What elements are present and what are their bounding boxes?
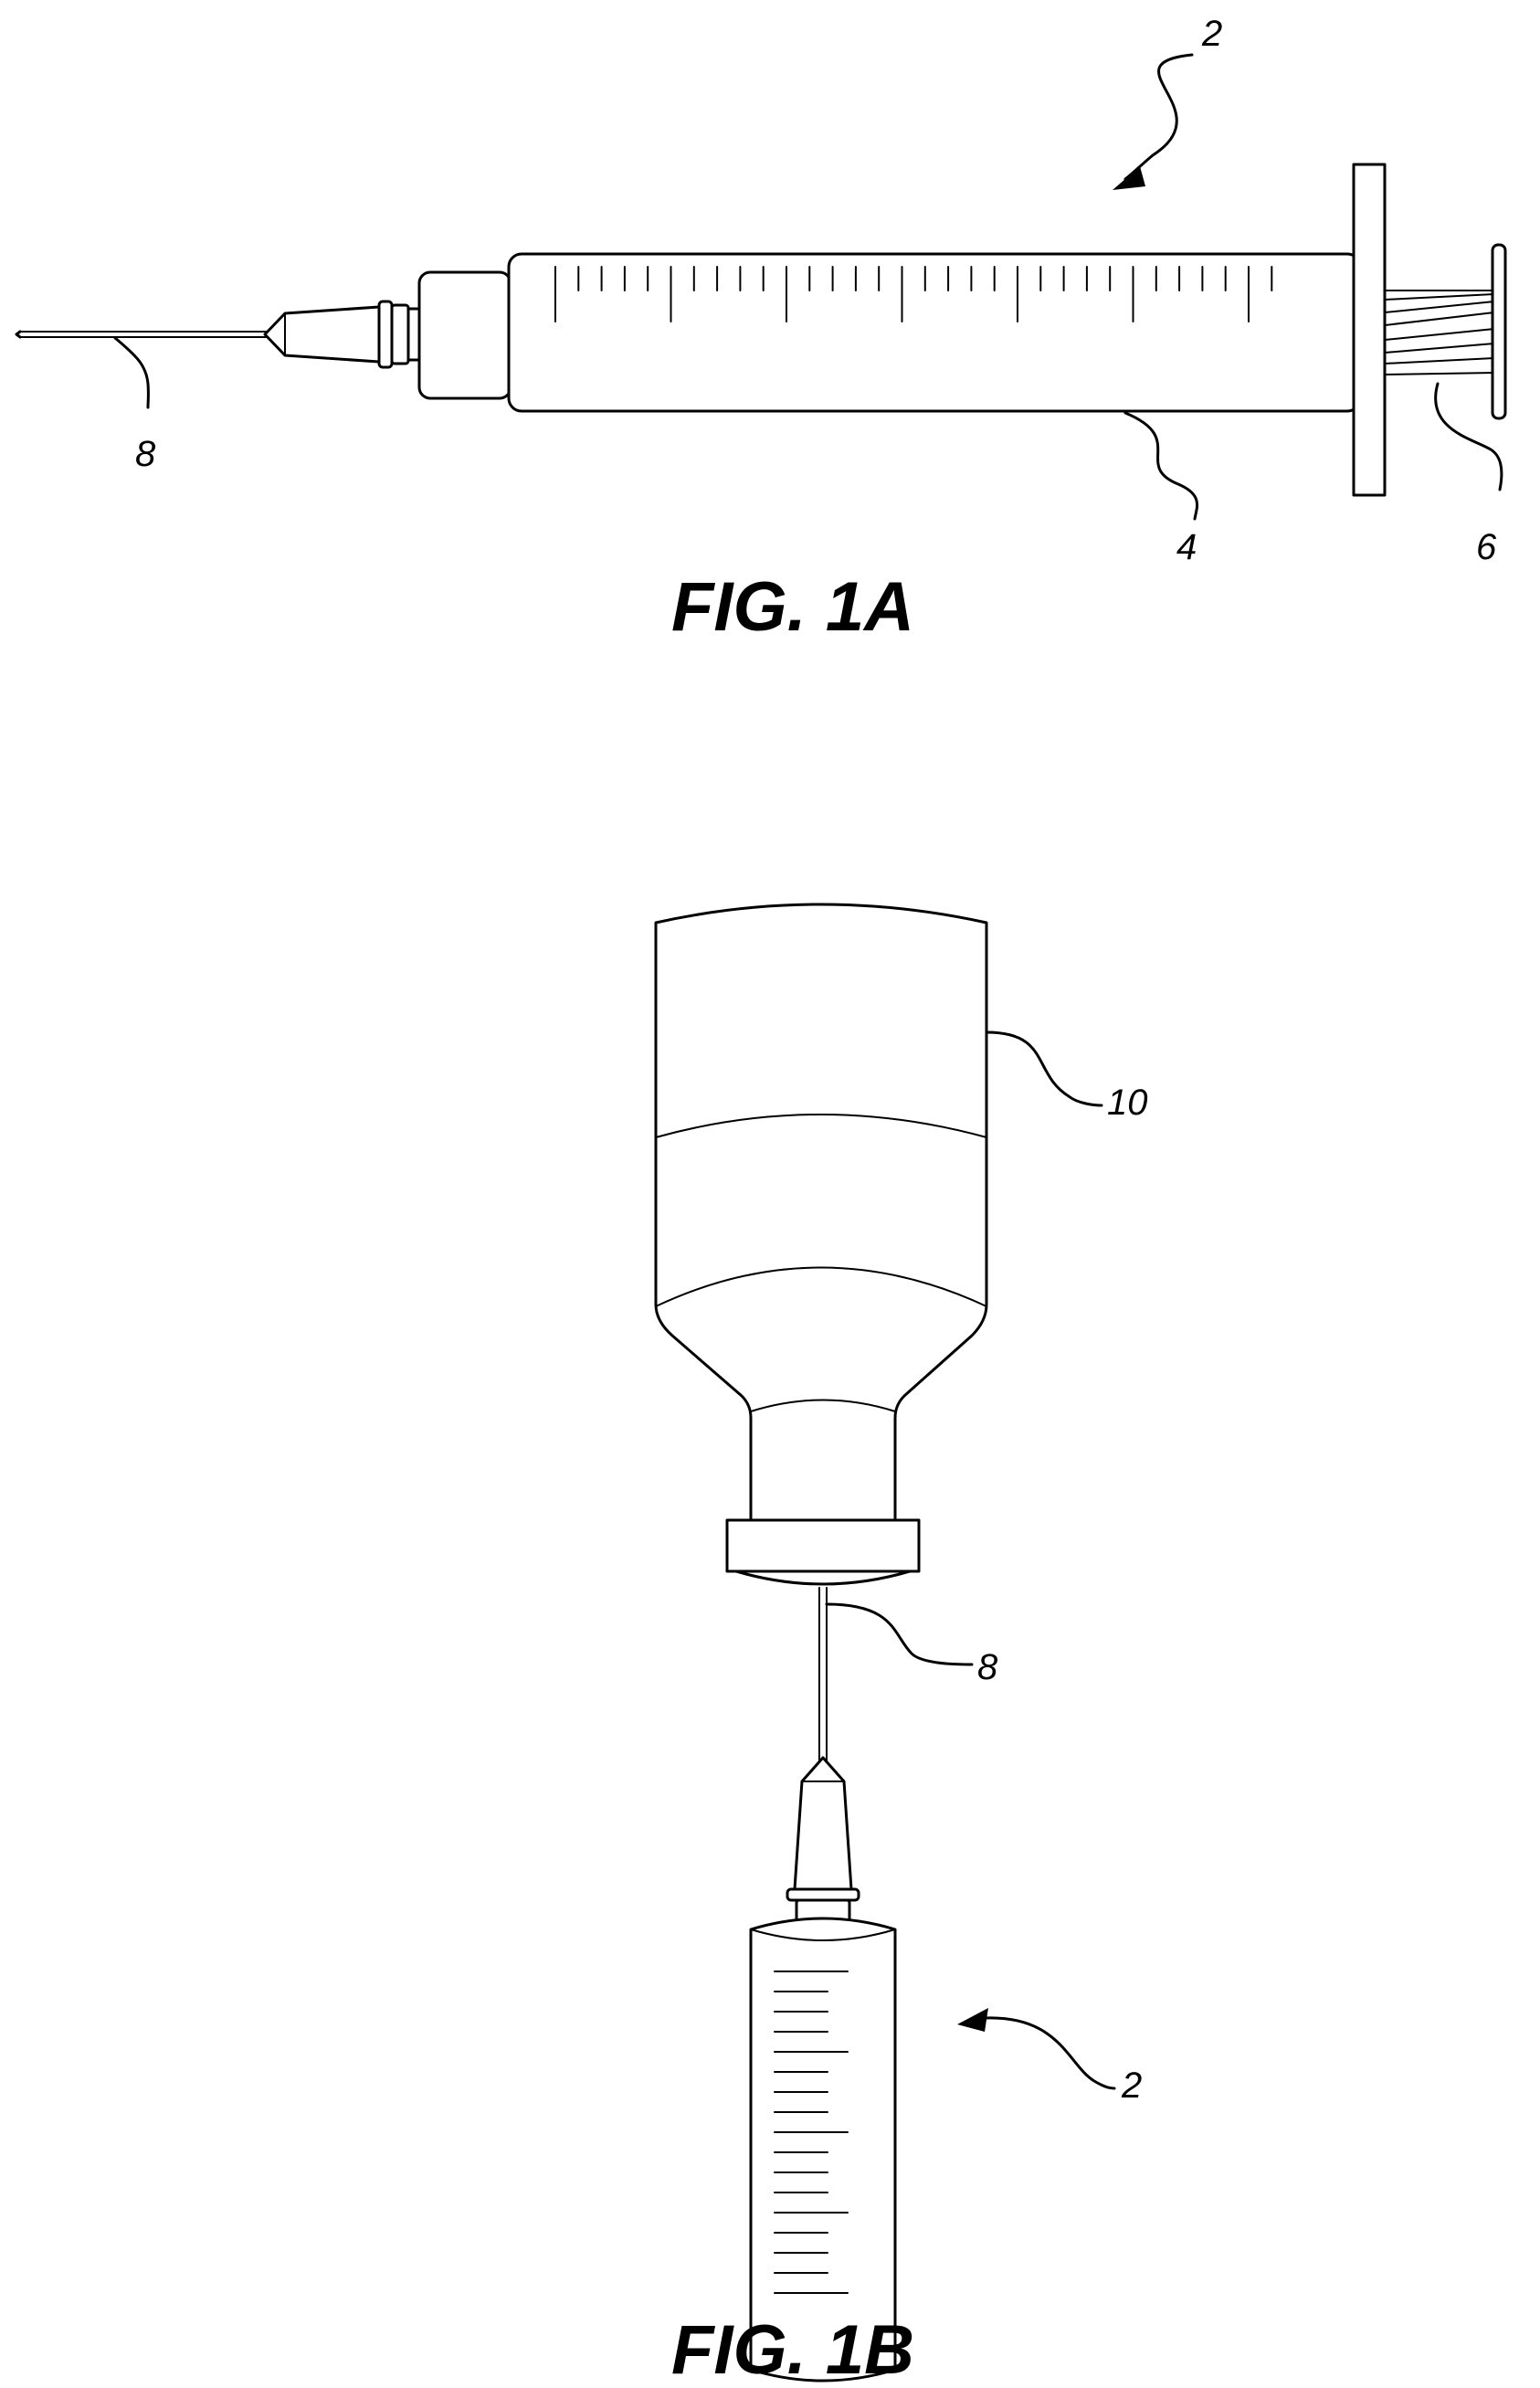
needle-hub-1a [265, 301, 419, 367]
vial-cap-1b [727, 1520, 919, 1571]
plunger-thumb-press-1a [1493, 245, 1505, 418]
ref-numeral-needle-1a: 8 [135, 434, 156, 474]
syringe-needle-1a [16, 332, 269, 337]
figure-1b: 10 8 2 FIG. 1B [656, 904, 1148, 2388]
barrel-tip-1a [419, 272, 511, 398]
medicine-vial-1b [656, 904, 986, 1584]
ref-numeral-barrel-1a: 4 [1176, 527, 1197, 567]
syringe-barrel-1a [509, 254, 1360, 411]
syringe-needle-1b [819, 1588, 827, 1763]
plunger-rod-1a [1385, 291, 1494, 375]
vial-stopper-1b [736, 1571, 910, 1584]
ref-numeral-vial-1b: 10 [1107, 1083, 1148, 1123]
figure-caption-1b: FIG. 1B [671, 2311, 914, 2388]
ref-numeral-syringe-1a: 2 [1201, 14, 1222, 54]
ref-numeral-syringe-1b: 2 [1121, 2066, 1142, 2106]
needle-hub-1b [787, 1758, 859, 1929]
finger-flange-1a [1354, 164, 1385, 495]
ref-numeral-plunger-1a: 6 [1476, 527, 1497, 567]
ref-numeral-needle-1b: 8 [977, 1647, 998, 1687]
figure-caption-1a: FIG. 1A [671, 568, 914, 646]
figure-1a: 2 4 6 8 FIG. 1A [16, 14, 1505, 646]
